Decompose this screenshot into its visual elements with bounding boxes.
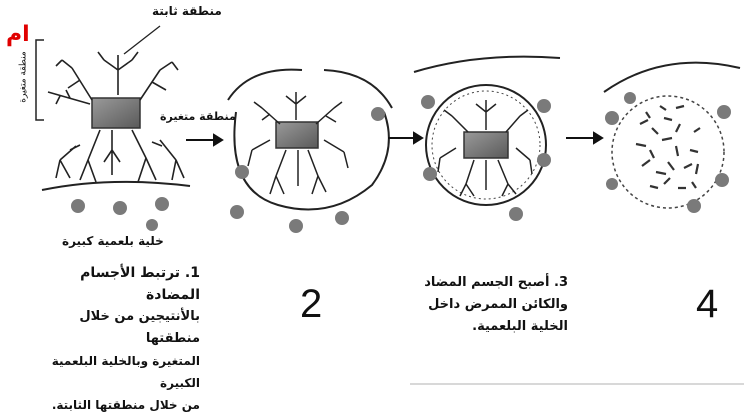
step-3-caption: 3. أصبح الجسم المضاد والكائن الممرض داخل… bbox=[418, 272, 568, 338]
arrow-2 bbox=[388, 133, 422, 143]
step-1-caption-line: 1. ترتبط الأجسام المضادة bbox=[30, 262, 200, 306]
antibody-group-bottom-1 bbox=[56, 130, 184, 182]
step-4-number: 4 bbox=[696, 282, 718, 327]
step-3-caption-line: الخلية البلعمية. bbox=[418, 316, 568, 338]
macrophage-surface-1 bbox=[42, 182, 190, 190]
macrophage-label: خلية بلعمية كبيرة bbox=[62, 234, 164, 248]
step-3-caption-line: والكائن الممرض داخل bbox=[418, 294, 568, 316]
panel-3 bbox=[414, 57, 560, 221]
antigen-block-1 bbox=[92, 98, 140, 128]
step-1-caption-line: بالأنتيجين من خلال منطقتها bbox=[30, 306, 200, 350]
antigen-block-3 bbox=[464, 132, 508, 158]
digested-fragments bbox=[636, 106, 700, 188]
panel-4 bbox=[604, 63, 740, 213]
step-1-caption: 1. ترتبط الأجسام المضادة بالأنتيجين من خ… bbox=[30, 262, 200, 416]
antibody-group-top-1 bbox=[48, 52, 178, 104]
dots-1 bbox=[71, 197, 169, 231]
corner-label: ام bbox=[6, 22, 30, 47]
antigen-block-2 bbox=[276, 122, 318, 148]
step-1-caption-line: المتغيرة وبالخلية البلعمية الكبيرة bbox=[30, 350, 200, 394]
variable-region-side-label: منطقة متغيرة bbox=[19, 51, 29, 102]
step-1-caption-line: من خلال منطقتها الثابتة. bbox=[30, 394, 200, 416]
variable-region-label: منطقة متغيرة bbox=[160, 110, 236, 123]
step-2-number: 2 bbox=[300, 282, 322, 327]
panel-2 bbox=[228, 70, 392, 233]
dots-4 bbox=[605, 92, 731, 213]
panel-1 bbox=[36, 26, 190, 231]
arrow-3 bbox=[566, 133, 602, 143]
step-3-caption-line: 3. أصبح الجسم المضاد bbox=[418, 272, 568, 294]
constant-region-label: منطقة ثابتة bbox=[152, 4, 222, 18]
arrow-1 bbox=[186, 135, 222, 145]
